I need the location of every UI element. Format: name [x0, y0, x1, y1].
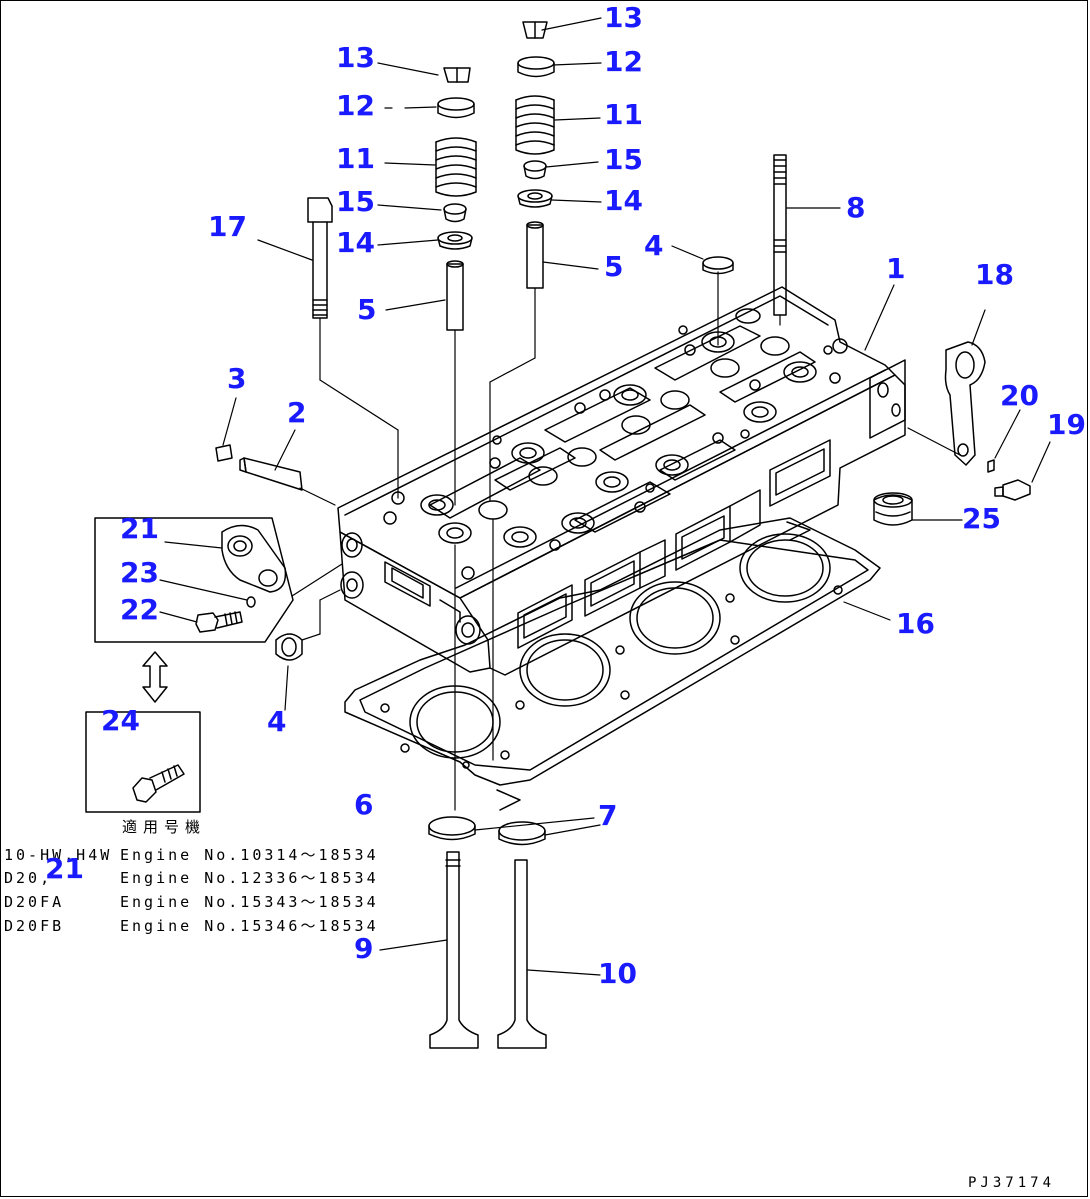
callout-7: 7: [598, 799, 618, 832]
callout-23: 23: [120, 556, 159, 589]
applicability-model-3: D20FA: [4, 893, 65, 911]
callout-8: 8: [846, 191, 866, 224]
callout-5-right: 5: [604, 250, 624, 283]
callout-13-left: 13: [336, 41, 375, 74]
applicability-engine-4: Engine No.15346〜18534: [120, 917, 379, 935]
callout-15-left: 15: [336, 185, 375, 218]
valve-train-left: [428, 67, 479, 1049]
applicability-model-1: 10-HW,H4W: [4, 846, 113, 864]
cylinder-head: [337, 286, 906, 676]
applicability-model-2: D20,: [4, 869, 53, 887]
callout-12-left: 12: [336, 89, 375, 122]
callout-11-right: 11: [604, 98, 643, 131]
valve-train-right: [497, 21, 555, 1049]
applicability-heading: 適用号機: [122, 818, 207, 836]
callout-16: 16: [896, 607, 935, 640]
callout-19: 19: [1047, 408, 1086, 441]
leader-lines: [159, 17, 1051, 976]
callout-14-left: 14: [336, 226, 375, 259]
inset-box-21-23: [94, 517, 294, 643]
callout-3: 3: [227, 362, 247, 395]
drawing-code: PJ37174: [968, 1175, 1056, 1191]
callout-1: 1: [886, 252, 906, 285]
callout-18: 18: [975, 258, 1014, 291]
applicability-engine-1: Engine No.10314〜18534: [120, 846, 379, 864]
head-bolt-17: [307, 197, 333, 319]
callout-6: 6: [354, 788, 374, 821]
inset-box-24: [85, 711, 201, 813]
callout-21-inset: 21: [120, 512, 159, 545]
callout-12-right: 12: [604, 45, 643, 78]
callout-14-right: 14: [604, 184, 643, 217]
callout-10: 10: [598, 957, 637, 990]
applicability-engine-2: Engine No.12336〜18534: [120, 869, 379, 887]
callout-21-note: 21: [45, 852, 84, 885]
callout-11-left: 11: [336, 142, 375, 175]
applicability-engine-3: Engine No.15343〜18534: [120, 893, 379, 911]
applicability-model-4: D20FB: [4, 917, 65, 935]
stud-8: [773, 154, 787, 316]
callout-13-right: 13: [604, 1, 643, 34]
callout-4-bottom: 4: [267, 705, 287, 738]
head-gasket: [344, 517, 881, 811]
callout-17: 17: [208, 210, 247, 243]
callout-20: 20: [1000, 379, 1039, 412]
callout-5-left: 5: [357, 293, 377, 326]
callout-24: 24: [101, 704, 140, 737]
callout-25: 25: [962, 502, 1001, 535]
callout-4-top: 4: [644, 229, 664, 262]
callout-15-right: 15: [604, 143, 643, 176]
callout-22: 22: [120, 593, 159, 626]
callout-2: 2: [287, 396, 307, 429]
valve-port-holes: [383, 308, 848, 580]
callout-9: 9: [354, 932, 374, 965]
